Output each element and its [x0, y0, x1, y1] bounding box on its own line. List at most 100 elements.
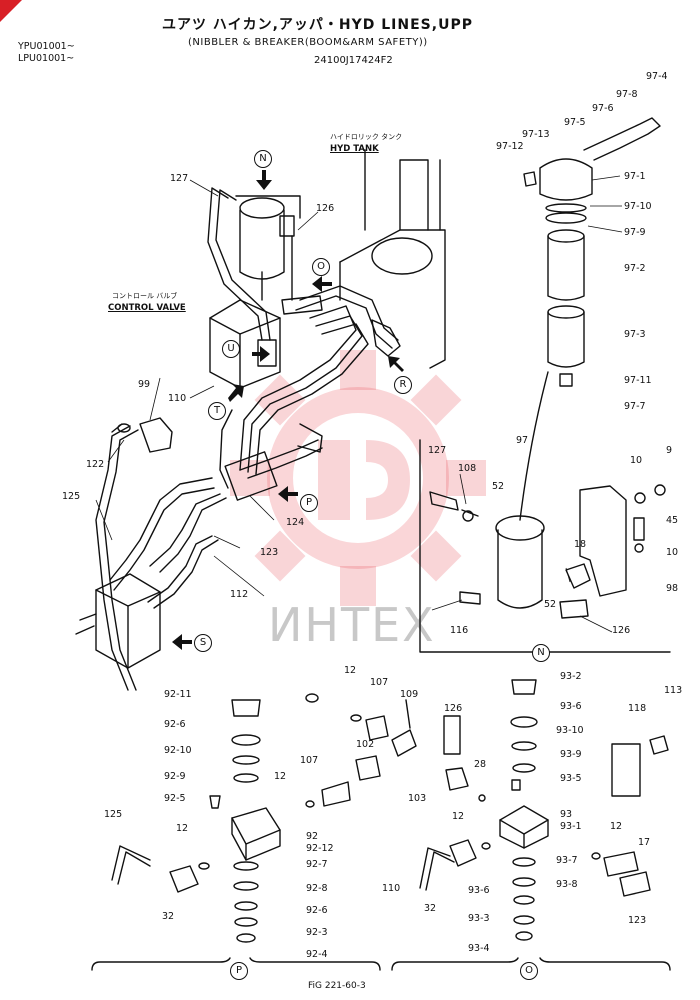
- part-number: 92-10: [164, 745, 192, 756]
- part-number: 93: [560, 809, 573, 820]
- part-number: 126: [316, 203, 335, 214]
- part-number: 93-1: [560, 821, 582, 832]
- part-number: 12: [274, 771, 287, 782]
- part-number: 123: [260, 547, 279, 558]
- part-number: 97-5: [564, 117, 586, 128]
- part-number: 52: [544, 599, 557, 610]
- callout-t: T: [208, 402, 226, 420]
- part-number: 126: [612, 625, 631, 636]
- part-number: 28: [474, 759, 487, 770]
- part-number: 12: [176, 823, 189, 834]
- part-number: 32: [424, 903, 437, 914]
- serial-range-1: YPU01001~: [18, 41, 75, 52]
- control-valve-label: CONTROL VALVE: [108, 303, 186, 313]
- corner-mark: [0, 0, 22, 22]
- part-number: 92-8: [306, 883, 328, 894]
- drawing-code: 24100J17424F2: [314, 55, 393, 66]
- part-number: 124: [286, 517, 305, 528]
- part-number: 92-11: [164, 689, 192, 700]
- part-number: 12: [344, 665, 357, 676]
- part-number: 93-9: [560, 749, 582, 760]
- part-number: 97-1: [624, 171, 646, 182]
- part-number: 97: [516, 435, 529, 446]
- part-number: 123: [628, 915, 647, 926]
- part-number: 92-6: [164, 719, 186, 730]
- part-number: 93-4: [468, 943, 490, 954]
- part-number: 32: [162, 911, 175, 922]
- part-number: 92-4: [306, 949, 328, 960]
- part-number: 109: [400, 689, 419, 700]
- part-number: 97-3: [624, 329, 646, 340]
- part-number: 126: [444, 703, 463, 714]
- part-number: 102: [356, 739, 375, 750]
- part-number: 118: [628, 703, 647, 714]
- part-number: 97-2: [624, 263, 646, 274]
- hyd-tank-jp-label: ハイドロリック タンク: [330, 133, 403, 141]
- part-number: 93-10: [556, 725, 584, 736]
- part-number: 127: [428, 445, 447, 456]
- part-number: 10: [666, 547, 679, 558]
- part-number: 18: [574, 539, 587, 550]
- part-number: 93-7: [556, 855, 578, 866]
- part-number: 112: [230, 589, 249, 600]
- part-number: 12: [452, 811, 465, 822]
- part-number: 92-5: [164, 793, 186, 804]
- callout-r: R: [394, 376, 412, 394]
- watermark-text: ИНТЕХ: [268, 598, 436, 652]
- part-number: 92-12: [306, 843, 334, 854]
- callout-bottom-p: P: [230, 962, 248, 980]
- callout-s: S: [194, 634, 212, 652]
- part-number: 97-11: [624, 375, 652, 386]
- part-number: 98: [666, 583, 679, 594]
- callout-o: O: [312, 258, 330, 276]
- part-number: 93-8: [556, 879, 578, 890]
- control-valve-jp-label: コントロール バルブ: [112, 292, 178, 300]
- part-number: 93-6: [560, 701, 582, 712]
- hyd-tank-label: HYD TANK: [330, 144, 379, 154]
- part-number: 12: [610, 821, 623, 832]
- part-number: 107: [370, 677, 389, 688]
- serial-range-2: LPU01001~: [18, 53, 75, 64]
- part-number: 110: [168, 393, 187, 404]
- part-number: 93-2: [560, 671, 582, 682]
- part-number: 97-7: [624, 401, 646, 412]
- part-number: 17: [638, 837, 651, 848]
- part-number: 45: [666, 515, 679, 526]
- part-number: 52: [492, 481, 505, 492]
- part-number: 122: [86, 459, 105, 470]
- part-number: 108: [458, 463, 477, 474]
- part-number: 97-9: [624, 227, 646, 238]
- part-number: 103: [408, 793, 427, 804]
- page-title: ユアツ ハイカン,アッパ・HYD LINES,UPP: [162, 17, 473, 33]
- part-number: 92: [306, 831, 319, 842]
- part-number: 92-9: [164, 771, 186, 782]
- part-number: 93-3: [468, 913, 490, 924]
- part-number: 97-12: [496, 141, 524, 152]
- page-subtitle: (NIBBLER & BREAKER(BOOM&ARM SAFETY)): [188, 37, 428, 48]
- part-number: 125: [62, 491, 81, 502]
- part-number: 125: [104, 809, 123, 820]
- callout-n: N: [254, 150, 272, 168]
- part-number: 107: [300, 755, 319, 766]
- callout-bottom-o: O: [520, 962, 538, 980]
- part-number: 93-5: [560, 773, 582, 784]
- part-number: 127: [170, 173, 189, 184]
- part-number: 97-6: [592, 103, 614, 114]
- callout-u: U: [222, 340, 240, 358]
- part-number: 92-7: [306, 859, 328, 870]
- part-number: 93-6: [468, 885, 490, 896]
- part-number: 110: [382, 883, 401, 894]
- callout-detail-n: N: [532, 644, 550, 662]
- part-number: 97-4: [646, 71, 668, 82]
- part-number: 113: [664, 685, 683, 696]
- callout-p: P: [300, 494, 318, 512]
- part-number: 99: [138, 379, 151, 390]
- part-number: 97-10: [624, 201, 652, 212]
- part-number: 92-3: [306, 927, 328, 938]
- part-number: 97-13: [522, 129, 550, 140]
- part-number: 92-6: [306, 905, 328, 916]
- figure-number: FiG 221-60-3: [308, 981, 366, 991]
